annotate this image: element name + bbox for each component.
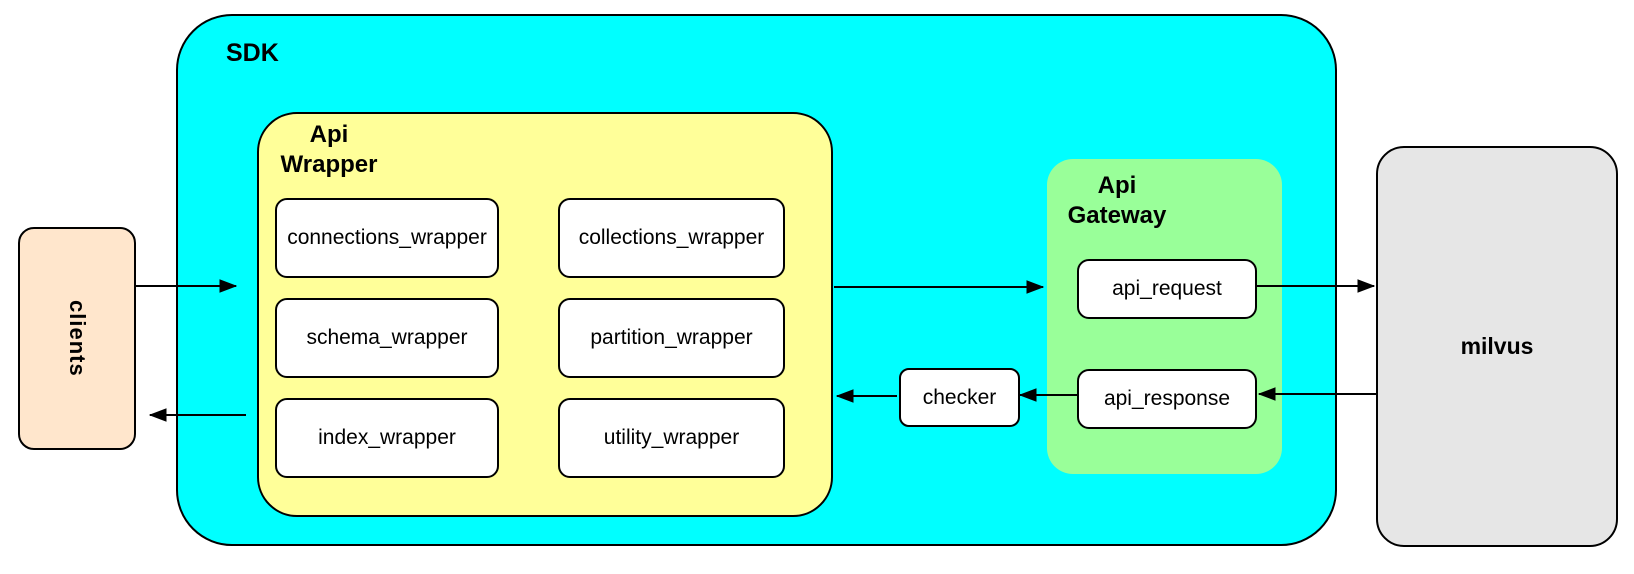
checker-node: checker — [899, 368, 1020, 427]
sdk-label: SDK — [226, 39, 279, 67]
index-wrapper-node: index_wrapper — [275, 398, 499, 478]
clients-node: clients — [18, 227, 136, 450]
api-gateway-label: Api Gateway — [1067, 172, 1167, 229]
api-wrapper-label: Api Wrapper — [280, 121, 378, 178]
collections-wrapper-node: collections_wrapper — [558, 198, 785, 278]
milvus-label: milvus — [1460, 333, 1534, 359]
connections-wrapper-node: connections_wrapper — [275, 198, 499, 278]
utility-wrapper-node: utility_wrapper — [558, 398, 785, 478]
partition-wrapper-node: partition_wrapper — [558, 298, 785, 378]
api-gateway-container: Api Gateway api_request api_response — [1047, 159, 1282, 474]
api-request-node: api_request — [1077, 259, 1257, 319]
sdk-container: SDK Api Wrapper connections_wrapper coll… — [176, 14, 1337, 546]
api-wrapper-container: Api Wrapper connections_wrapper collecti… — [257, 112, 833, 517]
milvus-node: milvus — [1376, 146, 1618, 547]
clients-label: clients — [65, 300, 90, 377]
api-response-node: api_response — [1077, 369, 1257, 429]
schema-wrapper-node: schema_wrapper — [275, 298, 499, 378]
